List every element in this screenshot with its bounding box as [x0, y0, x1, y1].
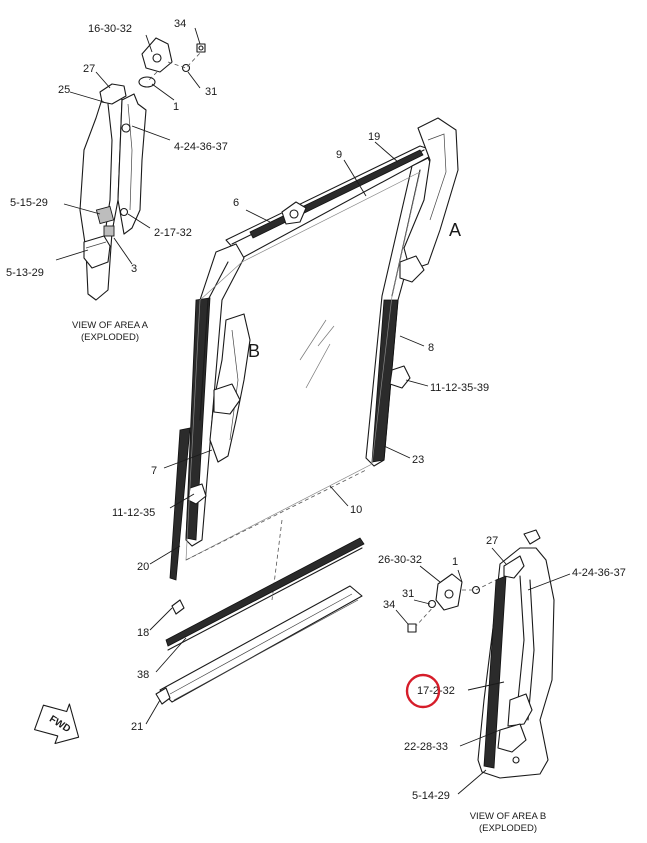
area-a-caption-line2: (EXPLODED) — [81, 332, 139, 343]
callout-7: 7 — [151, 465, 157, 477]
callout-34-top: 34 — [174, 18, 186, 30]
callout-18: 18 — [137, 627, 149, 639]
area-a-exploded-view — [79, 37, 206, 301]
callout-26-30-32: 26-30-32 — [378, 554, 422, 566]
callout-17-2-32: 17-2-32 — [417, 685, 455, 697]
callout-21: 21 — [131, 721, 143, 733]
callout-8: 8 — [428, 342, 434, 354]
callout-27-bottom: 27 — [486, 535, 498, 547]
fwd-arrow-icon: FWD — [33, 703, 80, 745]
callout-6: 6 — [233, 197, 239, 209]
area-label-b: B — [248, 341, 260, 361]
callout-1-bottom: 1 — [452, 556, 458, 568]
area-a-caption-line1: VIEW OF AREA A — [72, 320, 149, 331]
highlight-circle — [405, 673, 441, 709]
callout-2-17-32: 2-17-32 — [154, 227, 192, 239]
callout-31-bottom: 31 — [402, 588, 414, 600]
area-label-a: A — [449, 220, 461, 240]
callout-16-30-32: 16-30-32 — [88, 23, 132, 35]
callout-19: 19 — [368, 131, 380, 143]
area-b-exploded-view — [407, 529, 555, 779]
callout-4-24-36-37-bottom: 4-24-36-37 — [572, 567, 626, 579]
callout-25: 25 — [58, 84, 70, 96]
callout-9: 9 — [336, 149, 342, 161]
captions: VIEW OF AREA A (EXPLODED) VIEW OF AREA B… — [72, 320, 546, 834]
callout-27-top: 27 — [83, 63, 95, 75]
callout-5-15-29: 5-15-29 — [10, 197, 48, 209]
callout-labels: 16-30-32 34 27 25 31 1 4-24-36-37 5-15-2… — [6, 18, 626, 802]
area-b-caption-line1: VIEW OF AREA B — [470, 811, 547, 822]
callout-3: 3 — [131, 263, 137, 275]
callout-23: 23 — [412, 454, 424, 466]
callout-38: 38 — [137, 669, 149, 681]
callout-5-13-29: 5-13-29 — [6, 267, 44, 279]
lower-seal-strips — [155, 537, 365, 705]
callout-22-28-33: 22-28-33 — [404, 741, 448, 753]
callout-4-24-36-37-top: 4-24-36-37 — [174, 141, 228, 153]
callout-20: 20 — [137, 561, 149, 573]
callout-34-bottom: 34 — [383, 599, 395, 611]
callout-11-12-35-39: 11-12-35-39 — [430, 382, 489, 394]
main-window-assembly — [169, 117, 459, 615]
area-b-caption-line2: (EXPLODED) — [479, 823, 537, 834]
callout-5-14-29: 5-14-29 — [412, 790, 450, 802]
leader-lines — [55, 27, 571, 795]
callout-11-12-35: 11-12-35 — [112, 507, 155, 519]
callout-31-top: 31 — [205, 86, 217, 98]
callout-10: 10 — [350, 504, 362, 516]
callout-1-top: 1 — [173, 101, 179, 113]
